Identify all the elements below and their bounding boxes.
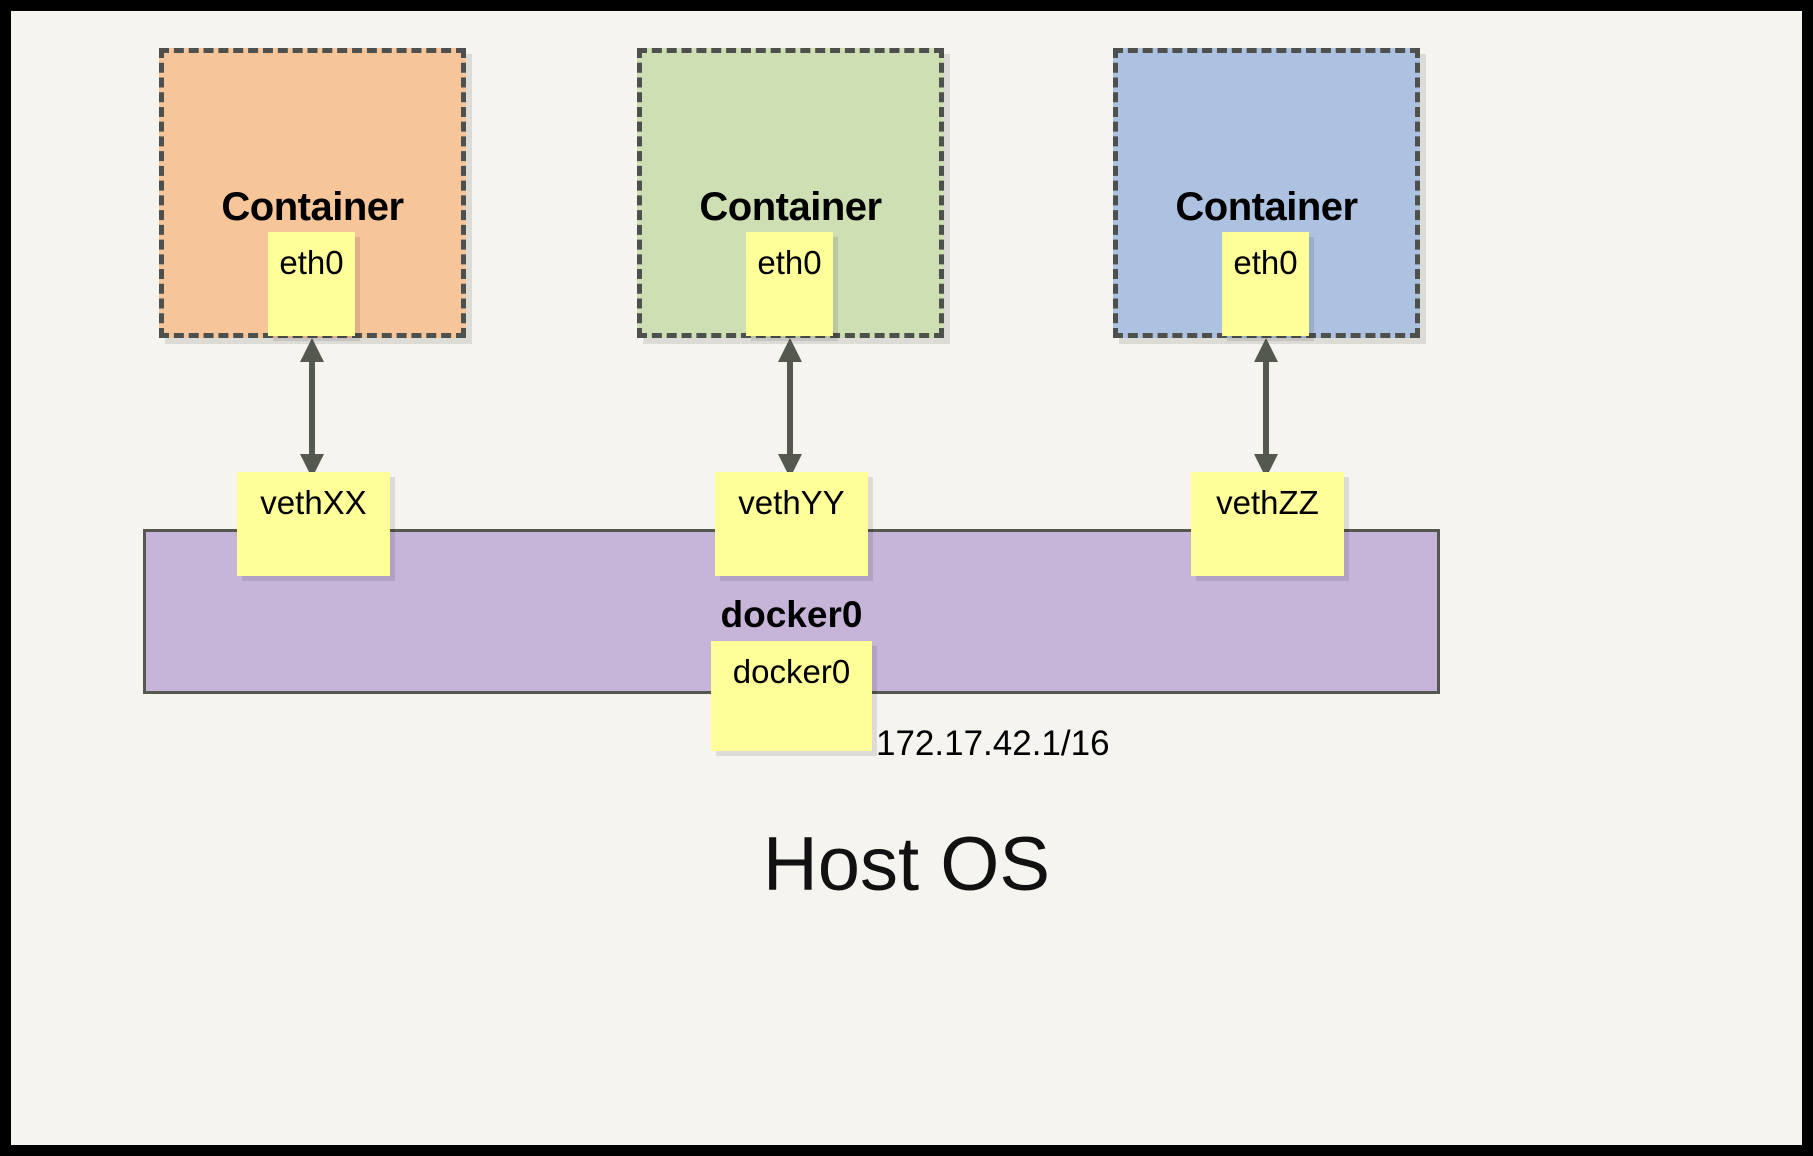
veth-label-3: vethZZ [1216, 484, 1319, 521]
diagram-stage: Container eth0 Container eth0 Container [11, 11, 1802, 1145]
eth0-box-2: eth0 [746, 232, 833, 336]
link-arrow-3 [1254, 338, 1278, 478]
docker0-interface-label: docker0 [732, 653, 851, 690]
veth-box-2: vethYY [715, 472, 868, 576]
veth-box-1: vethXX [237, 472, 390, 576]
veth-label-1: vethXX [260, 484, 367, 521]
host-os-label: Host OS [762, 822, 1051, 907]
link-arrow-1 [300, 338, 324, 478]
eth0-label-3: eth0 [1233, 244, 1298, 281]
container-title-3: Container [1175, 185, 1358, 229]
container-title-2: Container [699, 185, 882, 229]
container-title-1: Container [221, 185, 404, 229]
link-arrow-2 [778, 338, 802, 478]
eth0-box-3: eth0 [1222, 232, 1309, 336]
veth-box-3: vethZZ [1191, 472, 1344, 576]
eth0-box-1: eth0 [268, 232, 355, 336]
eth0-label-1: eth0 [279, 244, 344, 281]
docker0-ip-label: 172.17.42.1/16 [876, 724, 1110, 763]
docker0-interface-box: docker0 [711, 641, 872, 751]
docker0-bridge-label: docker0 [720, 594, 863, 635]
eth0-label-2: eth0 [757, 244, 822, 281]
veth-label-2: vethYY [738, 484, 845, 521]
